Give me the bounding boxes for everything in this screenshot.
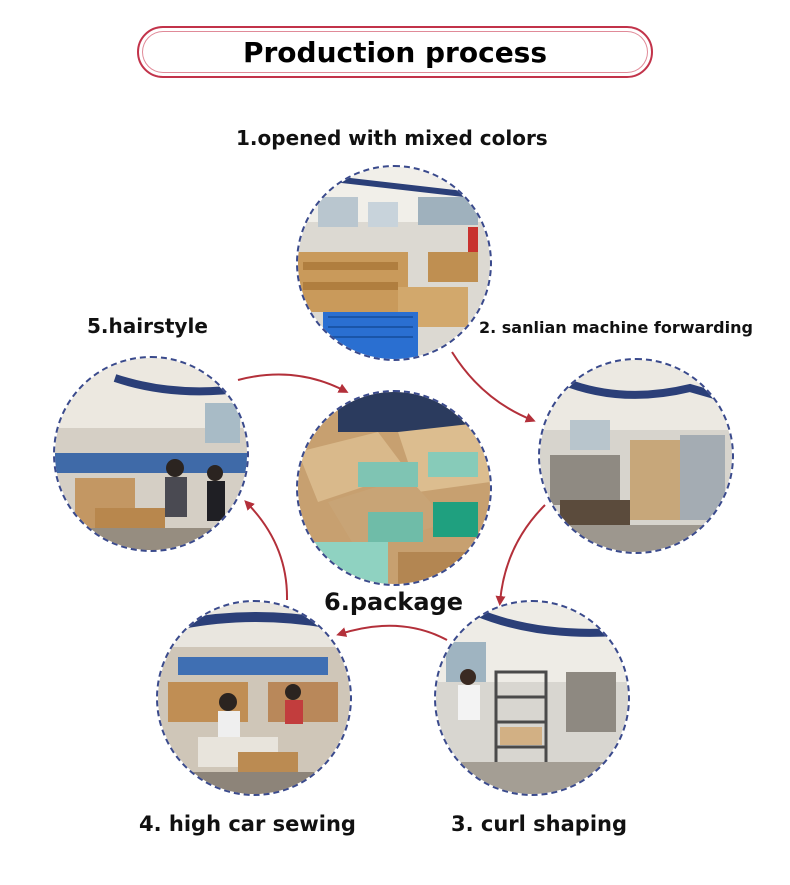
curved-arrow-icon <box>495 504 546 606</box>
step-1-label: 1.opened with mixed colors <box>236 126 548 150</box>
step-4-label: 4. high car sewing <box>139 812 356 836</box>
step-5-label: 5.hairstyle <box>87 314 208 338</box>
curved-arrow-icon <box>244 500 289 601</box>
curved-arrow-icon <box>237 373 349 393</box>
curved-arrow-icon <box>336 624 448 641</box>
hairstyle-workshop-photo <box>55 358 247 550</box>
step-3-label: 3. curl shaping <box>451 812 627 836</box>
step-2-label: 2. sanlian machine forwarding <box>479 318 753 337</box>
sewing-workshop-photo <box>158 602 350 794</box>
curved-arrow-icon <box>451 351 536 423</box>
step-6-label: 6.package <box>324 588 464 616</box>
page-title: Production process <box>242 35 548 69</box>
title-banner: Production process <box>137 26 653 78</box>
